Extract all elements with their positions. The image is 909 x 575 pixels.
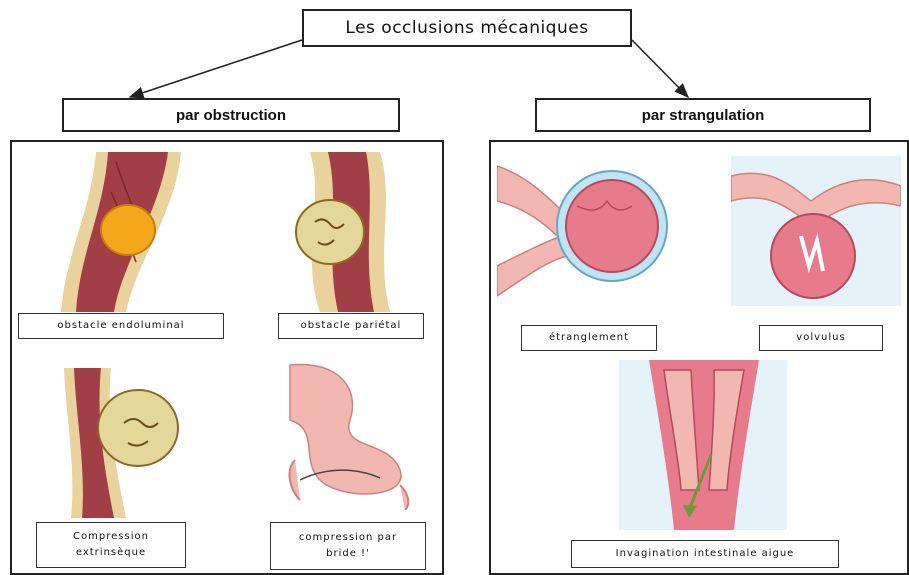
label-compression-extrinseque: Compression extrinsèque: [36, 522, 186, 568]
category-obstruction: par obstruction: [62, 98, 400, 132]
label-volvulus: volvulus: [759, 325, 883, 351]
category-strangulation: par strangulation: [535, 98, 871, 132]
bowel-wall-tumor-illustration: [280, 152, 400, 312]
arrow-to-strangulation: [632, 40, 688, 97]
obstruction-panel: obstacle endoluminal obstacle pariétal C…: [10, 140, 444, 575]
label-compression-par-bride: compression par bride !': [270, 522, 426, 570]
bowel-external-compression-illustration: [56, 368, 206, 518]
bowel-food-bolus-illustration: [56, 152, 206, 312]
arrow-to-obstruction: [130, 40, 302, 97]
diagram-title: Les occlusions mécaniques: [302, 9, 632, 47]
label-obstacle-parietal: obstacle pariétal: [278, 313, 424, 339]
bowel-adhesion-band-illustration: [280, 360, 430, 510]
label-invagination: Invagination intestinale aigue: [571, 540, 839, 568]
label-etranglement: étranglement: [521, 325, 657, 351]
strangulated-hernia-illustration: [497, 156, 687, 306]
volvulus-illustration: [731, 156, 901, 306]
strangulation-panel: étranglement volvulus Invagination intes…: [489, 140, 909, 575]
label-obstacle-endoluminal: obstacle endoluminal: [18, 313, 224, 339]
intussusception-illustration: [619, 360, 787, 530]
